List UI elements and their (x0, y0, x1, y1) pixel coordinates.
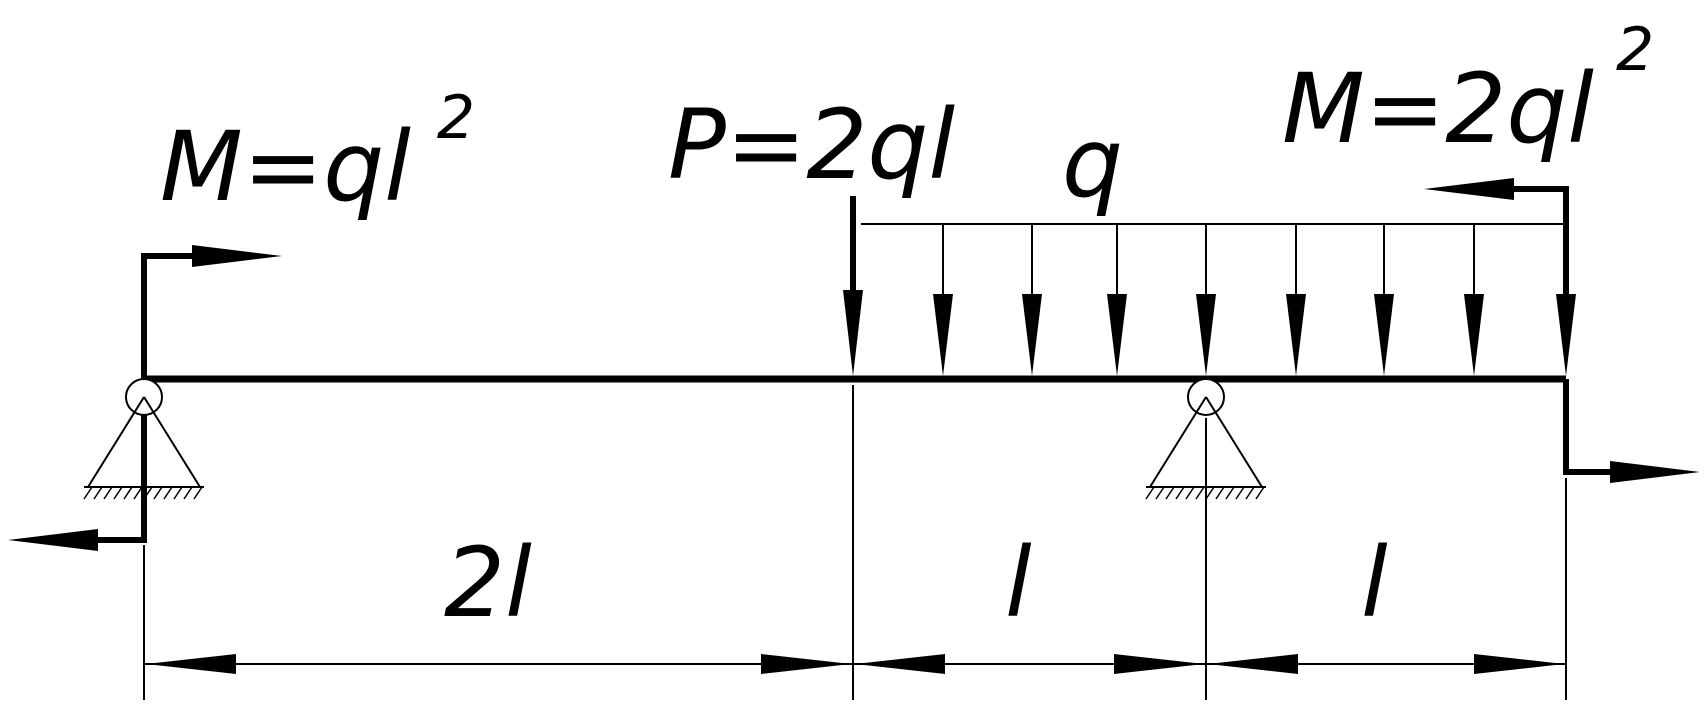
right-pin-support (1145, 378, 1266, 500)
moment-left-power: 2 (437, 83, 475, 153)
right-moment-arrowhead-bottom (1610, 461, 1700, 483)
left-moment-symbol (96, 253, 196, 543)
force-p-label-main: P=2ql (668, 89, 955, 201)
moment-left-label-main: M=ql (160, 111, 411, 223)
right-moment-arrowhead-top (1424, 178, 1514, 200)
moment-right-power: 2 (1616, 15, 1654, 85)
left-pin-support (83, 378, 204, 500)
dimension-first-label-main: 2l (444, 527, 532, 639)
left-moment-arrowhead-top (192, 245, 282, 267)
dimension-second-label-main: l (1005, 527, 1032, 639)
force-p-arrowhead (843, 290, 863, 376)
distributed-load-arrowheads (933, 294, 1576, 376)
moment-right-label-main: M=2ql (1282, 53, 1594, 165)
distributed-load-label-main: q (1062, 107, 1123, 219)
dimension-third-label: l (1361, 527, 1388, 639)
right-moment-symbol (1500, 186, 1616, 475)
distributed-load-label: q (1062, 107, 1123, 219)
force-p-label: P=2ql (668, 89, 955, 201)
dimension-third-label-main: l (1361, 527, 1388, 639)
left-moment-arrowhead-bottom (8, 529, 98, 551)
dimension-second-label: l (1005, 527, 1032, 639)
dimension-arrowheads (146, 654, 1564, 674)
moment-right-label: M=2ql 2 (1282, 15, 1654, 165)
moment-left-label: M=ql 2 (160, 83, 475, 223)
dimension-first-label: 2l (444, 527, 532, 639)
distributed-load-arrows (942, 224, 1475, 300)
dimension-extension-lines (143, 385, 1567, 700)
